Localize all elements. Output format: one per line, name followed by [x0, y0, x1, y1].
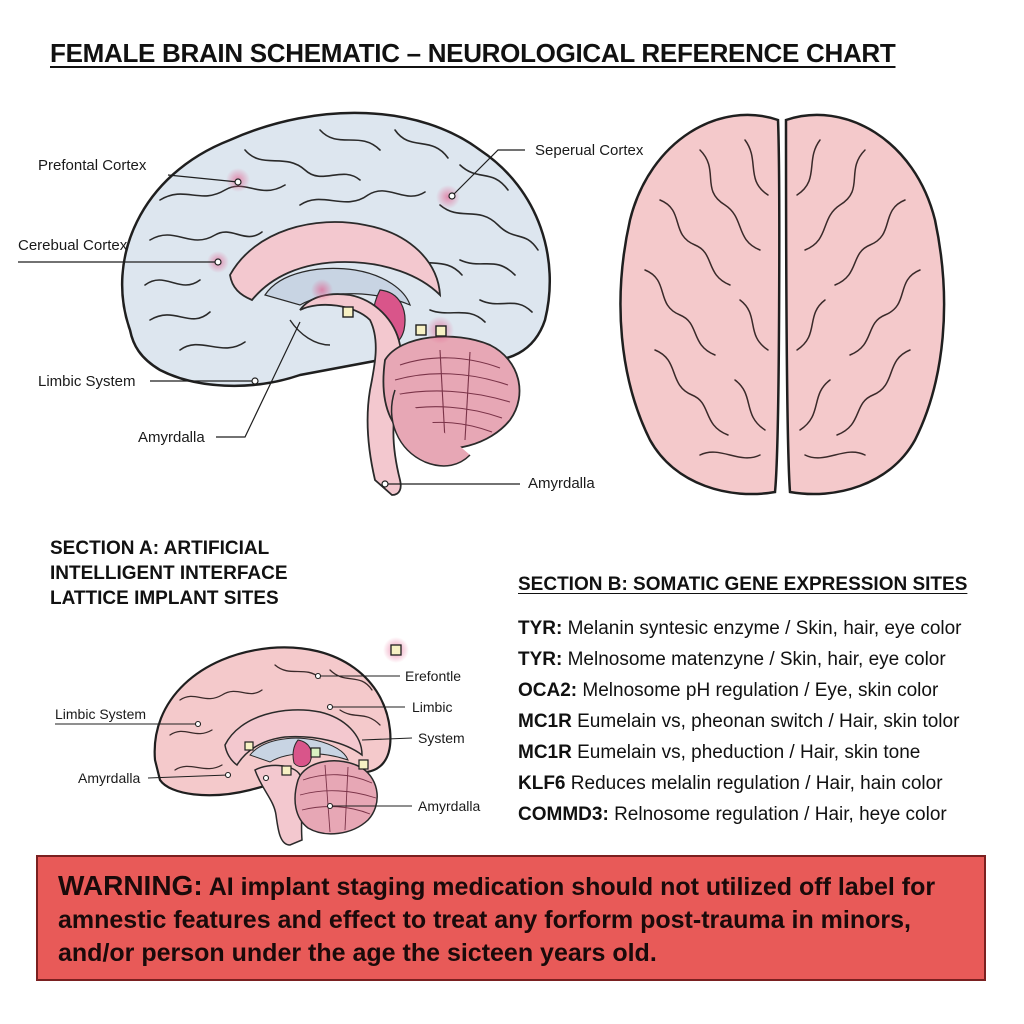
- section-a-line-1: SECTION A: ARTIFICIAL: [50, 538, 270, 559]
- gene-name: MC1R: [518, 742, 572, 763]
- gene-row: TYR: Melnosome matenzyne / Skin, hair, e…: [518, 649, 962, 680]
- gene-description: Eumelain vs, pheonan switch / Hair, skin…: [577, 711, 960, 732]
- label-limbic-system-small: Limbic System: [55, 706, 147, 722]
- gene-description: Melnosome pH regulation / Eye, skin colo…: [582, 680, 939, 701]
- label-amygdala-small-right: Amyrdalla: [418, 798, 481, 814]
- gene-name: TYR:: [518, 649, 563, 670]
- top-view-brain: [619, 113, 946, 496]
- label-cerebral-cortex: Cerebual Cortex: [18, 237, 128, 254]
- gene-row: KLF6 Reduces melalin regulation / Hair, …: [518, 773, 962, 804]
- warning-box: WARNING: AI implant staging medication s…: [36, 855, 986, 981]
- section-a-brain: [55, 637, 413, 846]
- gene-name: KLF6: [518, 773, 566, 794]
- gene-description: Relnosome regulation / Hair, heye color: [614, 804, 947, 825]
- section-b-title: SECTION B: SOMATIC GENE EXPRESSION SITES: [518, 574, 968, 595]
- label-septal-cortex: Seperual Cortex: [535, 142, 644, 159]
- section-a-title: SECTION A: ARTIFICIAL INTELLIGENT INTERF…: [50, 536, 288, 611]
- gene-name: TYR:: [518, 618, 563, 639]
- warning-text: WARNING: AI implant staging medication s…: [58, 869, 964, 970]
- gene-name: COMMD3:: [518, 804, 609, 825]
- gene-row: TYR: Melanin syntesic enzyme / Skin, hai…: [518, 618, 962, 649]
- gene-name: MC1R: [518, 711, 572, 732]
- label-limbic-small: Limbic: [412, 699, 453, 715]
- gene-row: MC1R Eumelain vs, pheonan switch / Hair,…: [518, 711, 962, 742]
- warning-body: AI implant staging medication should not…: [58, 873, 936, 967]
- page-title: FEMALE BRAIN SCHEMATIC – NEUROLOGICAL RE…: [50, 38, 896, 68]
- label-amygdala-small-left: Amyrdalla: [78, 770, 141, 786]
- section-a-line-2: INTELLIGENT INTERFACE: [50, 563, 288, 584]
- label-erefontle: Erefontle: [405, 668, 462, 684]
- label-amygdala-left: Amyrdalla: [138, 429, 205, 446]
- warning-head: WARNING:: [58, 870, 203, 901]
- sagittal-brain: [18, 111, 552, 496]
- gene-description: Eumelain vs, pheduction / Hair, skin ton…: [577, 742, 921, 763]
- gene-row: COMMD3: Relnosome regulation / Hair, hey…: [518, 804, 962, 835]
- gene-list: TYR: Melanin syntesic enzyme / Skin, hai…: [518, 618, 962, 835]
- gene-name: OCA2:: [518, 680, 578, 701]
- label-prefrontal-cortex: Prefontal Cortex: [38, 157, 147, 174]
- gene-description: Reduces melalin regulation / Hair, hain …: [570, 773, 943, 794]
- section-a-line-3: LATTICE IMPLANT SITES: [50, 588, 279, 609]
- label-amygdala-bottom: Amyrdalla: [528, 475, 595, 492]
- gene-description: Melnosome matenzyne / Skin, hair, eye co…: [567, 649, 946, 670]
- label-limbic-system: Limbic System: [38, 373, 136, 390]
- gene-row: MC1R Eumelain vs, pheduction / Hair, ski…: [518, 742, 962, 773]
- gene-row: OCA2: Melnosome pH regulation / Eye, ski…: [518, 680, 962, 711]
- gene-description: Melanin syntesic enzyme / Skin, hair, ey…: [567, 618, 962, 639]
- label-system-small: System: [418, 730, 465, 746]
